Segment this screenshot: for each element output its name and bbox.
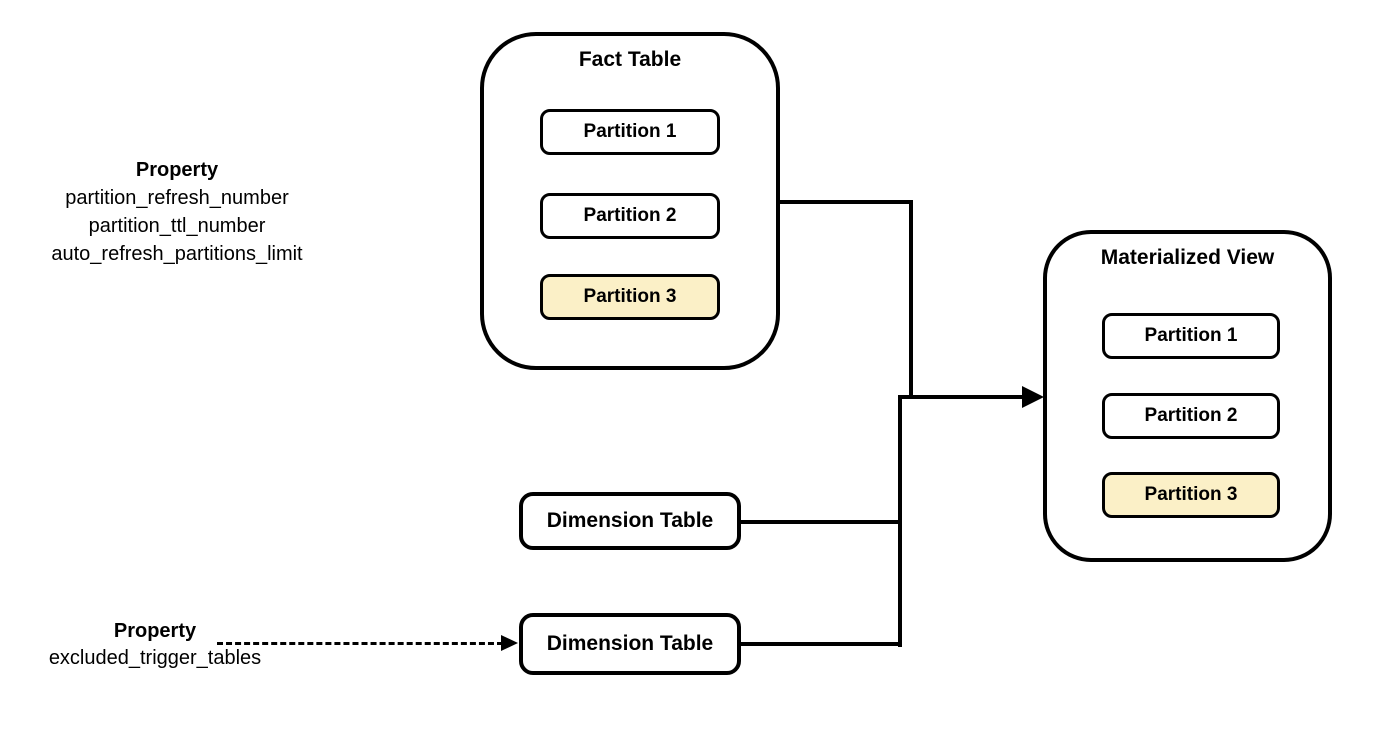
arrowhead-icon xyxy=(501,635,518,651)
property-note-excluded-tables: Property excluded_trigger_tables xyxy=(40,618,270,672)
mv-partition-1: Partition 1 xyxy=(1102,313,1280,359)
connector-to-materialized-view xyxy=(898,395,1028,399)
property-line: auto_refresh_partitions_limit xyxy=(51,243,303,265)
dimension-table-2: Dimension Table xyxy=(519,613,741,675)
dimension-table-1: Dimension Table xyxy=(519,492,741,550)
fact-partition-3-highlighted: Partition 3 xyxy=(540,274,720,320)
materialized-view-title: Materialized View xyxy=(1100,246,1275,269)
property-line: partition_ttl_number xyxy=(88,215,266,237)
dashed-connector-property-to-dimension-2 xyxy=(217,642,503,645)
property-line: partition_refresh_number xyxy=(65,187,289,209)
materialized-view-box: Materialized View Partition 1 Partition … xyxy=(1043,230,1332,562)
property-line: excluded_trigger_tables xyxy=(48,647,262,669)
connector-trunk-vertical xyxy=(898,395,902,647)
property-note-title: Property xyxy=(113,620,197,642)
connector-dimension-1 xyxy=(739,520,900,524)
fact-partition-2: Partition 2 xyxy=(540,193,720,239)
property-note-title: Property xyxy=(135,159,219,181)
fact-partition-1: Partition 1 xyxy=(540,109,720,155)
connector-dimension-2 xyxy=(739,642,902,646)
mv-partition-2: Partition 2 xyxy=(1102,393,1280,439)
mv-partition-3-highlighted: Partition 3 xyxy=(1102,472,1280,518)
fact-table-title: Fact Table xyxy=(578,48,682,71)
property-note-refresh: Property partition_refresh_number partit… xyxy=(27,156,327,268)
fact-table-box: Fact Table Partition 1 Partition 2 Parti… xyxy=(480,32,780,370)
arrowhead-icon xyxy=(1022,386,1044,408)
connector-fact-horizontal xyxy=(779,200,913,204)
connector-fact-vertical xyxy=(909,200,913,397)
